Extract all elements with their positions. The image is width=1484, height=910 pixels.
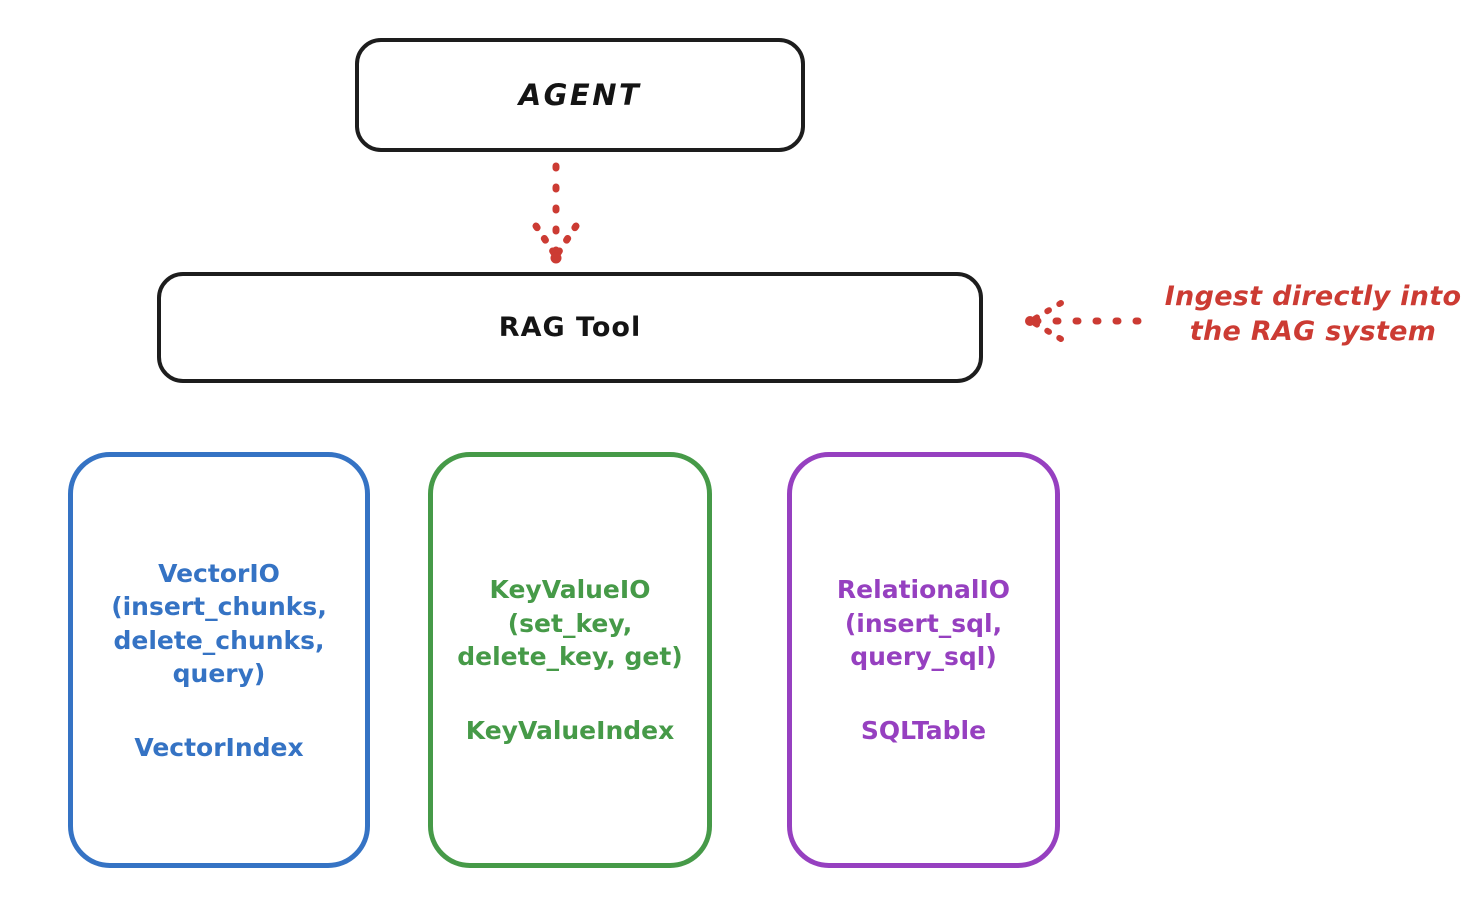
vector-index-label: VectorIndex (134, 732, 304, 762)
relational-io-api-label: RelationalIO (insert_sql, query_sql) (836, 575, 1011, 672)
rag-tool-box[interactable]: RAG Tool (157, 272, 983, 383)
agent-label: AGENT (518, 77, 642, 112)
key-value-index-label: KeyValueIndex (465, 715, 675, 745)
ingest-to-rag-arrow (1025, 300, 1142, 342)
agent-to-rag-arrow (532, 162, 580, 264)
vector-io-api-label: VectorIO (insert_chunks, delete_chunks, … (111, 558, 327, 689)
agent-box[interactable]: AGENT (355, 38, 805, 152)
key-value-io-api-label: KeyValueIO (set_key, delete_key, get) (457, 575, 683, 672)
sql-table-label: SQLTable (860, 715, 987, 745)
relational-io-box[interactable]: RelationalIO (insert_sql, query_sql) SQL… (787, 452, 1060, 868)
key-value-io-box[interactable]: KeyValueIO (set_key, delete_key, get) Ke… (428, 452, 712, 868)
rag-tool-label: RAG Tool (498, 311, 642, 343)
vector-io-box[interactable]: VectorIO (insert_chunks, delete_chunks, … (68, 452, 370, 868)
ingest-annotation-text: Ingest directly into the RAG system (1164, 281, 1462, 347)
